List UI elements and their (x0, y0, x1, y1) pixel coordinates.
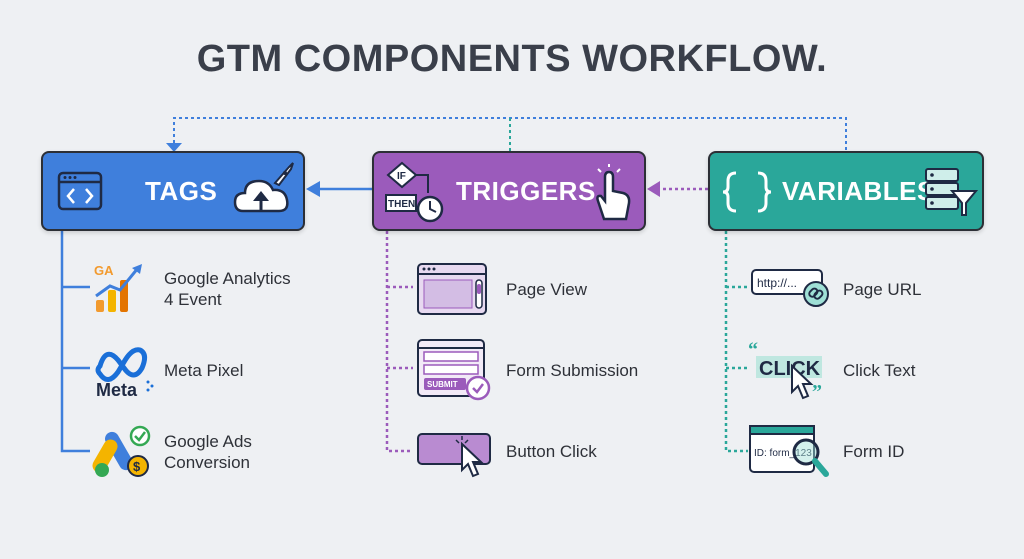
browser-window-icon (417, 263, 487, 315)
svg-text:GA: GA (94, 263, 114, 278)
svg-text:”: ” (812, 381, 822, 402)
curly-braces-icon (722, 171, 772, 213)
form-icon: SUBMIT (417, 339, 491, 401)
variable-item-click-text[interactable]: Click Text (843, 361, 916, 380)
tag-item-meta-pixel[interactable]: Meta Pixel (164, 361, 244, 380)
variable-item-page-url[interactable]: Page URL (843, 280, 922, 299)
cloud-rocket-icon (233, 162, 294, 213)
svg-text:CLICK: CLICK (759, 358, 821, 380)
tag-item-google-ads[interactable]: Google Ads Conversion (164, 432, 252, 472)
trigger-item-button-click[interactable]: Button Click (506, 442, 597, 461)
database-filter-icon (925, 168, 978, 216)
google-ads-icon: $ (92, 425, 151, 477)
variables-label: VARIABLES (782, 175, 935, 206)
variables-box[interactable]: VARIABLES (708, 151, 984, 231)
svg-text:ID: form_123: ID: form_123 (754, 448, 812, 459)
pointer-hand-icon (596, 164, 631, 221)
tags-label: TAGS (145, 175, 218, 206)
svg-text:IF: IF (397, 171, 406, 182)
google-analytics-icon: GA (94, 263, 142, 312)
tags-box[interactable]: TAGS (41, 151, 305, 231)
code-window-icon (57, 171, 103, 211)
url-link-icon: http://... (751, 269, 829, 307)
page-title: GTM COMPONENTS WORKFLOW. (196, 38, 828, 80)
trigger-item-form-submission[interactable]: Form Submission (506, 361, 639, 380)
trigger-item-page-view[interactable]: Page View (506, 280, 587, 299)
meta-logo-icon: Meta (95, 347, 154, 400)
svg-text:SUBMIT: SUBMIT (427, 380, 458, 389)
svg-text:THEN: THEN (388, 199, 415, 210)
svg-text:http://...: http://... (757, 276, 797, 290)
triggers-label: TRIGGERS (456, 175, 596, 206)
variable-item-form-id[interactable]: Form ID (843, 442, 905, 461)
button-click-icon (417, 433, 491, 478)
svg-text:Meta: Meta (96, 380, 138, 400)
form-id-search-icon: ID: form_123 (749, 425, 829, 477)
click-text-icon: “ CLICK ” (748, 340, 822, 402)
svg-text:$: $ (133, 459, 141, 474)
tag-item-google-analytics[interactable]: Google Analytics 4 Event (164, 269, 291, 309)
svg-text:“: “ (748, 340, 758, 361)
triggers-box[interactable]: IF THEN TRIGGERS (372, 151, 646, 231)
if-then-clock-icon: IF THEN (385, 161, 444, 223)
